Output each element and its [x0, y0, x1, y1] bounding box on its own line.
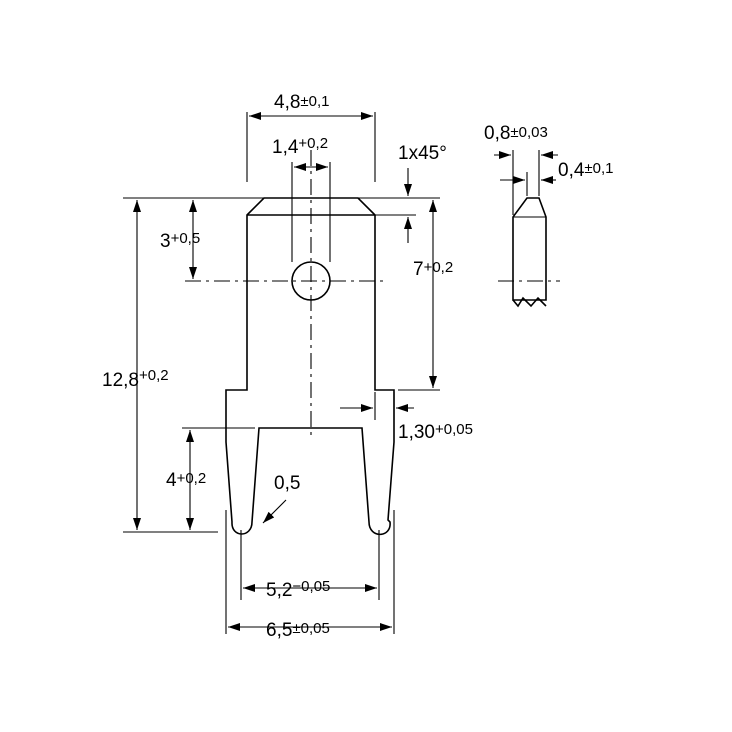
dim-width-main: 4,8±0,1 — [274, 92, 330, 113]
dim-total-height: 12,8+0,2 — [102, 367, 169, 391]
dim-shoulder: 1,30+0,05 — [398, 421, 473, 443]
dim-top-to-shoulder: 7+0,2 — [413, 259, 453, 280]
side-view-break — [512, 296, 547, 308]
side-view-outline — [512, 197, 547, 301]
dim-top-to-hole: 3+0,5 — [160, 230, 200, 252]
dim-thickness: 0,8±0,03 — [484, 123, 548, 144]
dim-hole: 1,4+0,2 — [272, 135, 328, 158]
dim-inner-width: 5,2−0,05 — [266, 578, 330, 601]
part-outline — [225, 197, 395, 536]
dim-outer-width: 6,5±0,05 — [266, 620, 330, 641]
dim-chamfer: 1x45° — [398, 143, 447, 164]
dim-line-radius — [262, 499, 287, 524]
dim-radius: 0,5 — [274, 473, 300, 494]
dim-tip: 0,4±0,1 — [558, 160, 614, 181]
dim-slot-depth: 4+0,2 — [166, 470, 206, 491]
